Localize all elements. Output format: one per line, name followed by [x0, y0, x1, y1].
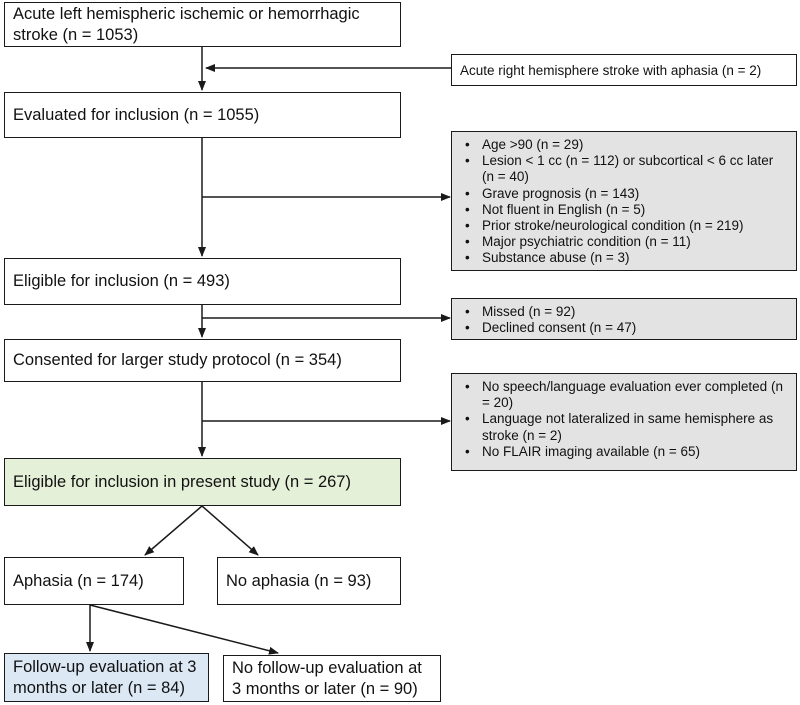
followup-box: Follow-up evaluation at 3 months or late… — [4, 653, 209, 702]
exclusion-item: Language not lateralized in same hemisph… — [465, 411, 788, 443]
exclusion-box-1: Age >90 (n = 29) Lesion < 1 cc (n = 112)… — [451, 131, 797, 271]
exclusion-item: Grave prognosis (n = 143) — [465, 186, 788, 202]
exclusion-item: Lesion < 1 cc (n = 112) or subcortical <… — [465, 153, 788, 185]
exclusion-item: No FLAIR imaging available (n = 65) — [465, 444, 788, 460]
present-study-box: Eligible for inclusion in present study … — [4, 458, 401, 506]
exclusion-item: Substance abuse (n = 3) — [465, 250, 788, 266]
evaluated-label: Evaluated for inclusion (n = 1055) — [13, 105, 260, 124]
right-hemisphere-label: Acute right hemisphere stroke with aphas… — [460, 62, 762, 78]
exclusion-list-1: Age >90 (n = 29) Lesion < 1 cc (n = 112)… — [460, 137, 788, 267]
exclusion-box-2: Missed (n = 92) Declined consent (n = 47… — [451, 298, 797, 340]
exclusion-list-2: Missed (n = 92) Declined consent (n = 47… — [460, 304, 788, 337]
no-followup-box: No follow-up evaluation at 3 months or l… — [223, 655, 441, 702]
exclusion-item: Age >90 (n = 29) — [465, 137, 788, 153]
no-aphasia-label: No aphasia (n = 93) — [226, 571, 372, 590]
consented-box: Consented for larger study protocol (n =… — [4, 339, 401, 382]
arrow-present-to-no-aphasia — [201, 505, 259, 556]
exclusion-item: Missed (n = 92) — [465, 304, 788, 320]
aphasia-box: Aphasia (n = 174) — [4, 557, 184, 605]
no-followup-label: No follow-up evaluation at 3 months or l… — [232, 658, 422, 698]
evaluated-box: Evaluated for inclusion (n = 1055) — [4, 92, 401, 138]
no-aphasia-box: No aphasia (n = 93) — [217, 557, 401, 605]
aphasia-label: Aphasia (n = 174) — [13, 571, 144, 590]
right-hemisphere-box: Acute right hemisphere stroke with aphas… — [451, 54, 797, 86]
arrow-present-to-aphasia — [144, 505, 203, 556]
acute-stroke-label: Acute left hemispheric ischemic or hemor… — [13, 4, 360, 44]
eligible-label: Eligible for inclusion (n = 493) — [13, 272, 230, 290]
exclusion-item: No speech/language evaluation ever compl… — [465, 379, 788, 411]
arrow-aphasia-to-no-followup — [89, 604, 279, 655]
exclusion-item: Declined consent (n = 47) — [465, 320, 788, 336]
exclusion-list-3: No speech/language evaluation ever compl… — [460, 379, 788, 460]
acute-stroke-box: Acute left hemispheric ischemic or hemor… — [4, 2, 401, 47]
exclusion-item: Major psychiatric condition (n = 11) — [465, 234, 788, 250]
exclusion-item: Prior stroke/neurological condition (n =… — [465, 218, 788, 234]
exclusion-box-3: No speech/language evaluation ever compl… — [451, 373, 797, 471]
eligible-box: Eligible for inclusion (n = 493) — [4, 258, 401, 305]
exclusion-item: Not fluent in English (n = 5) — [465, 202, 788, 218]
followup-label: Follow-up evaluation at 3 months or late… — [13, 657, 197, 697]
consented-label: Consented for larger study protocol (n =… — [13, 351, 342, 369]
present-study-label: Eligible for inclusion in present study … — [13, 472, 351, 491]
